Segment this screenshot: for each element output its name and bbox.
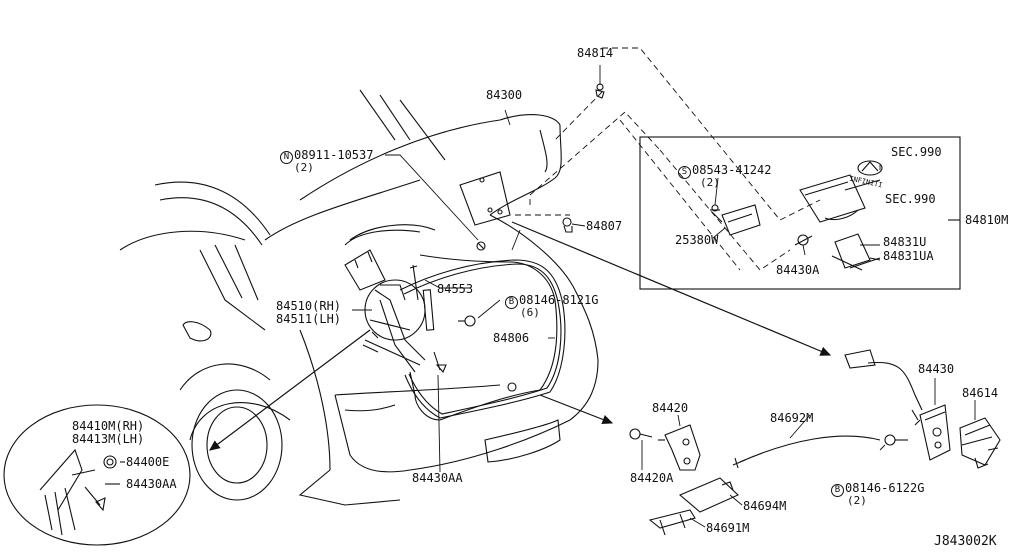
trunk-lock <box>914 404 951 461</box>
part-label-84831UA: 84831UA <box>883 249 934 263</box>
part-label-84806: 84806 <box>493 331 530 345</box>
part-label-84810M: 84810M <box>965 213 1009 227</box>
part-label-84430AA-detail: 84430AA <box>126 477 177 491</box>
qty-08146b: (2) <box>847 494 867 507</box>
part-label-84430: 84430 <box>918 362 955 376</box>
part-label-84692M: 84692M <box>770 411 814 425</box>
trunk-hinge-assembly <box>362 279 426 373</box>
license-lens <box>831 233 881 271</box>
qty-08146a: (6) <box>520 306 540 319</box>
part-label-84691M: 84691M <box>706 521 750 535</box>
fasteners <box>433 83 605 374</box>
striker <box>629 424 701 471</box>
part-number-08543: 08543-41242 <box>692 163 772 177</box>
part-label-84553: 84553 <box>437 282 474 296</box>
part-label-84410M: 84410M(RH) <box>72 419 145 433</box>
release-handle <box>648 509 696 536</box>
lock-bolt <box>884 434 908 446</box>
qty-08911: (2) <box>294 161 314 174</box>
lock-actuator <box>959 417 1001 469</box>
part-label-84510: 84510(RH) <box>276 299 342 313</box>
emblem <box>844 160 883 191</box>
part-label-84831U: 84831U <box>883 235 927 249</box>
part-number-08146b: 08146-6122G <box>845 481 925 495</box>
b-badge-icon: B <box>831 484 844 497</box>
part-number-08146a: 08146-8121G <box>519 293 599 307</box>
part-label-84430AA-main: 84430AA <box>412 471 463 485</box>
part-label-84420A: 84420A <box>630 471 674 485</box>
weatherstrip <box>399 259 566 419</box>
garnish-panel <box>794 174 866 246</box>
part-label-84814: 84814 <box>577 46 614 60</box>
qty-08543: (2) <box>700 176 720 189</box>
part-label-84614: 84614 <box>962 386 999 400</box>
arrows <box>209 221 832 451</box>
part-label-84400E: 84400E <box>126 455 170 469</box>
part-label-25380W: 25380W <box>675 233 719 247</box>
release-cable <box>732 349 923 469</box>
diagram-id: J843002K <box>934 534 997 549</box>
s-badge-icon: S <box>678 166 691 179</box>
lock-leaders <box>641 165 976 528</box>
b-badge-icon: B <box>505 296 518 309</box>
part-label-84511: 84511(LH) <box>276 312 342 326</box>
part-label-sec990-a: SEC.990 <box>891 145 942 159</box>
release-switch <box>678 477 739 513</box>
car-body <box>119 89 599 506</box>
part-label-84807: 84807 <box>586 219 623 233</box>
part-number-08911: 08911-10537 <box>294 148 374 162</box>
leader-lines <box>352 65 601 473</box>
part-label-84300: 84300 <box>486 88 523 102</box>
part-label-84694M: 84694M <box>743 499 787 513</box>
hinge-detail-ellipse <box>3 404 191 546</box>
part-label-sec990-b: SEC.990 <box>885 192 936 206</box>
license-lamp <box>710 204 761 236</box>
n-badge-icon: N <box>280 151 293 164</box>
part-label-84420: 84420 <box>652 401 689 415</box>
part-label-84430A: 84430A <box>776 263 820 277</box>
part-label-84413M: 84413M(LH) <box>72 432 145 446</box>
